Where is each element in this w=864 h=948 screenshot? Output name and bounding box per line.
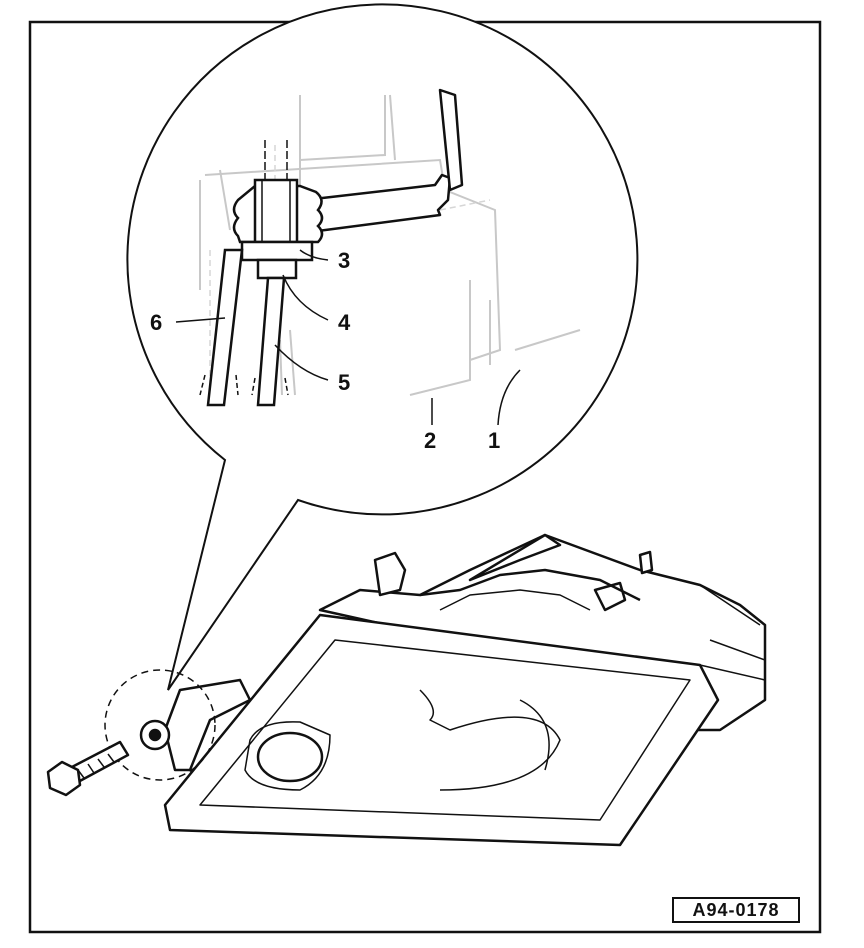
headlamp-assembly xyxy=(139,533,767,847)
callout-3: 3 xyxy=(338,248,350,273)
callout-4: 4 xyxy=(338,310,351,335)
callout-6: 6 xyxy=(150,310,162,335)
callout-leaders xyxy=(175,249,521,426)
detail-magnifier xyxy=(126,3,639,691)
callout-1: 1 xyxy=(488,428,500,453)
callout-5: 5 xyxy=(338,370,350,395)
mounting-bolt xyxy=(46,740,130,797)
detail-marker-circle xyxy=(104,669,216,781)
reference-code: A94-0178 xyxy=(672,897,800,923)
callout-2: 2 xyxy=(424,428,436,453)
